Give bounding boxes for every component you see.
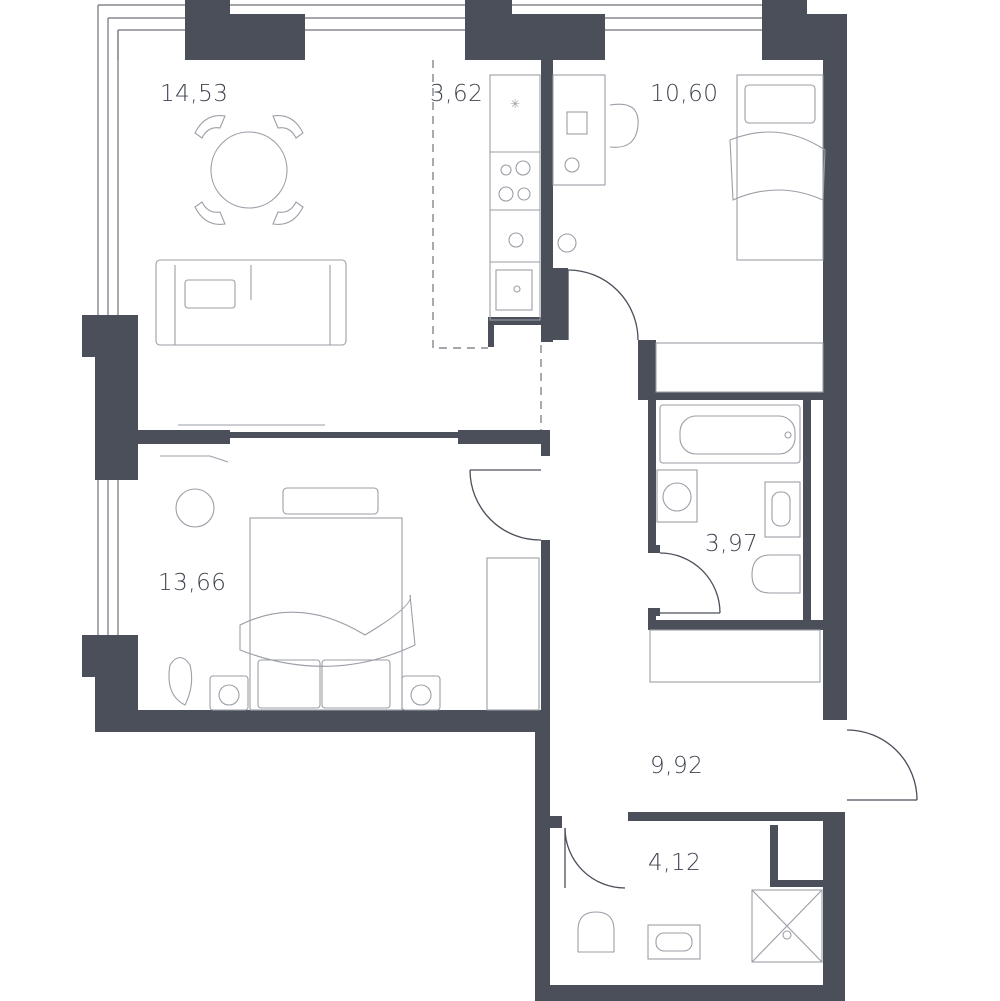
sink xyxy=(764,481,801,538)
toilet-wc xyxy=(577,911,615,953)
area-kitchen: 3,62 xyxy=(430,81,483,107)
walls xyxy=(82,0,847,1001)
dining-table xyxy=(210,131,288,209)
kitchen-zone-outline xyxy=(432,60,542,430)
washing-machine xyxy=(656,469,698,523)
svg-text:✳: ✳ xyxy=(510,97,520,111)
door-bedroom-left xyxy=(469,469,542,541)
area-living-room: 14,53 xyxy=(160,81,228,107)
bed-left xyxy=(249,517,403,711)
area-hallway: 9,92 xyxy=(650,753,703,779)
area-bedroom-right: 10,60 xyxy=(650,81,718,107)
kitchen-appliances: ✳ xyxy=(489,74,541,321)
shower xyxy=(751,889,823,963)
door-toilet xyxy=(564,827,626,889)
area-toilet-shower: 4,12 xyxy=(648,850,701,876)
living-room-furniture xyxy=(155,115,347,426)
door-bedroom-right xyxy=(567,269,639,341)
area-bathroom: 3,97 xyxy=(705,531,758,557)
door-bathroom xyxy=(659,552,721,614)
wardrobe-hall xyxy=(649,629,821,683)
wardrobe-right xyxy=(655,342,824,393)
sofa xyxy=(155,259,347,346)
area-bedroom-left: 13,66 xyxy=(158,570,226,596)
door-entrance xyxy=(846,729,918,801)
doors xyxy=(469,269,918,889)
wardrobe-left xyxy=(486,557,540,711)
toilet-bathroom xyxy=(751,554,801,594)
bedroom-left-furniture xyxy=(160,455,540,711)
wc-sink xyxy=(647,924,701,960)
bathtub xyxy=(659,404,801,464)
toilet-room-fixtures xyxy=(577,889,823,963)
room-labels: 14,53 3,62 10,60 13,66 3,97 9,92 4,12 xyxy=(158,81,758,876)
bed-right xyxy=(736,74,824,261)
bedroom-right-furniture xyxy=(552,74,826,393)
bathroom-fixtures xyxy=(649,404,821,683)
